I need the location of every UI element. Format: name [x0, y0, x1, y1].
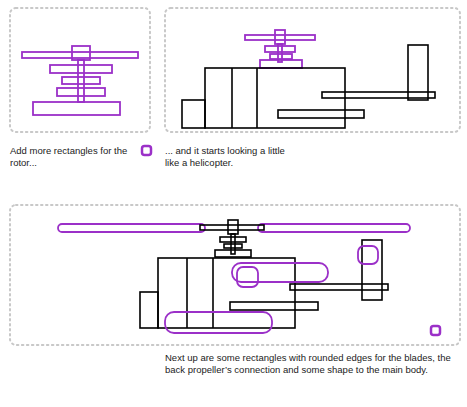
- helicopter-drawing: [58, 220, 410, 333]
- body-line: [231, 68, 233, 128]
- tail-boom: [322, 92, 435, 98]
- rotor-rect: [57, 88, 105, 96]
- rotor-bar: [245, 35, 315, 40]
- helicopter-drawing: [182, 30, 435, 128]
- tail-fin: [408, 45, 428, 100]
- rounded-rect: [232, 263, 328, 282]
- body-rect: [182, 100, 205, 128]
- body-rect: [278, 110, 364, 118]
- body-rect: [158, 258, 295, 328]
- rotor-rect: [270, 54, 292, 59]
- tail-boom: [290, 284, 388, 290]
- rotor-rect: [215, 250, 251, 257]
- body-line: [256, 68, 258, 128]
- rounded-rect: [165, 312, 272, 333]
- tail-fin: [362, 240, 382, 300]
- rounded-rect: [358, 246, 378, 264]
- body-line: [212, 258, 214, 328]
- rotor-hub: [275, 30, 285, 44]
- rounded-square-icon: [431, 326, 440, 335]
- rotor-bar: [200, 225, 264, 230]
- body-rect: [140, 292, 158, 328]
- dotted-panel: [10, 205, 460, 345]
- dotted-panel: [10, 8, 150, 132]
- dotted-panel: [165, 8, 460, 132]
- body-rect: [230, 302, 318, 310]
- rounded-square-icon: [142, 146, 151, 155]
- rotor-hub: [228, 220, 238, 234]
- rotor-hub: [72, 46, 90, 60]
- rotor-rect: [62, 77, 100, 84]
- caption-text: Next up are some rectangles with rounded…: [165, 352, 460, 376]
- rotor-bar: [22, 52, 138, 58]
- rotor-drawing: [22, 46, 138, 115]
- rotor-rect: [224, 244, 242, 248]
- rotor-rect: [260, 60, 302, 68]
- body-line: [186, 258, 188, 328]
- rotor-rect: [33, 102, 120, 115]
- rotor-rect: [50, 65, 112, 73]
- rotor-rect: [220, 237, 246, 242]
- caption-text: ... and it starts looking a little like …: [165, 145, 295, 169]
- caption-text: Add more rectangles for the rotor...: [10, 145, 145, 169]
- rotor-blade: [58, 224, 205, 232]
- rotor-rect: [265, 46, 295, 52]
- rounded-rect: [237, 267, 258, 287]
- rotor-blade: [258, 224, 410, 232]
